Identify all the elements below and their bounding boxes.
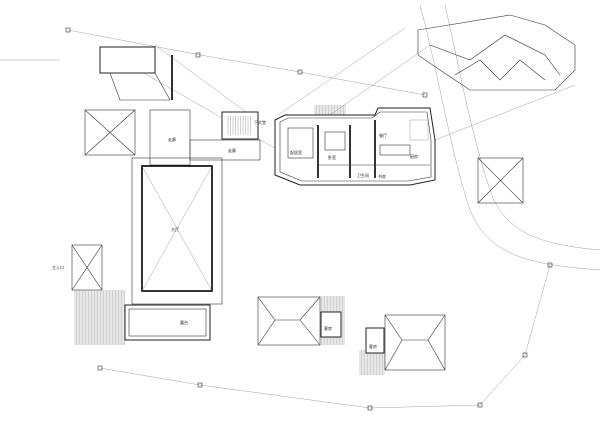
label-villa-bath: 卫生间 (357, 172, 369, 178)
label-hall: 大厅 (171, 226, 179, 232)
annexes (320, 311, 385, 354)
roof-top-right (417, 14, 576, 91)
pavilion-top-left (99, 46, 173, 101)
label-villa-study: 书房 (378, 173, 386, 179)
label-villa-dining: 餐厅 (379, 132, 387, 138)
hall-block (124, 109, 261, 341)
label-villa-living: 起居室 (290, 149, 302, 155)
label-corridor-vertical: 走廊 (168, 136, 176, 142)
label-corridor-horizontal: 走廊 (228, 147, 236, 153)
site-boundary-bottom (99, 264, 551, 409)
label-villa-kitchen: 厨房 (410, 153, 418, 159)
site-boundary-top (67, 29, 426, 96)
label-terrace: 露台 (180, 319, 188, 325)
label-entrance: 主入口 (52, 264, 64, 270)
label-annex-a: 客房 (324, 325, 332, 331)
road-curve-inner (444, 4, 600, 251)
label-stair-hall: 下大堂 (254, 119, 266, 125)
label-villa-bedroom: 卧室 (328, 154, 336, 160)
boundary-posts (65, 27, 553, 411)
label-annex-b: 客房 (369, 343, 377, 349)
villa (274, 107, 436, 186)
road-curve (419, 4, 600, 271)
